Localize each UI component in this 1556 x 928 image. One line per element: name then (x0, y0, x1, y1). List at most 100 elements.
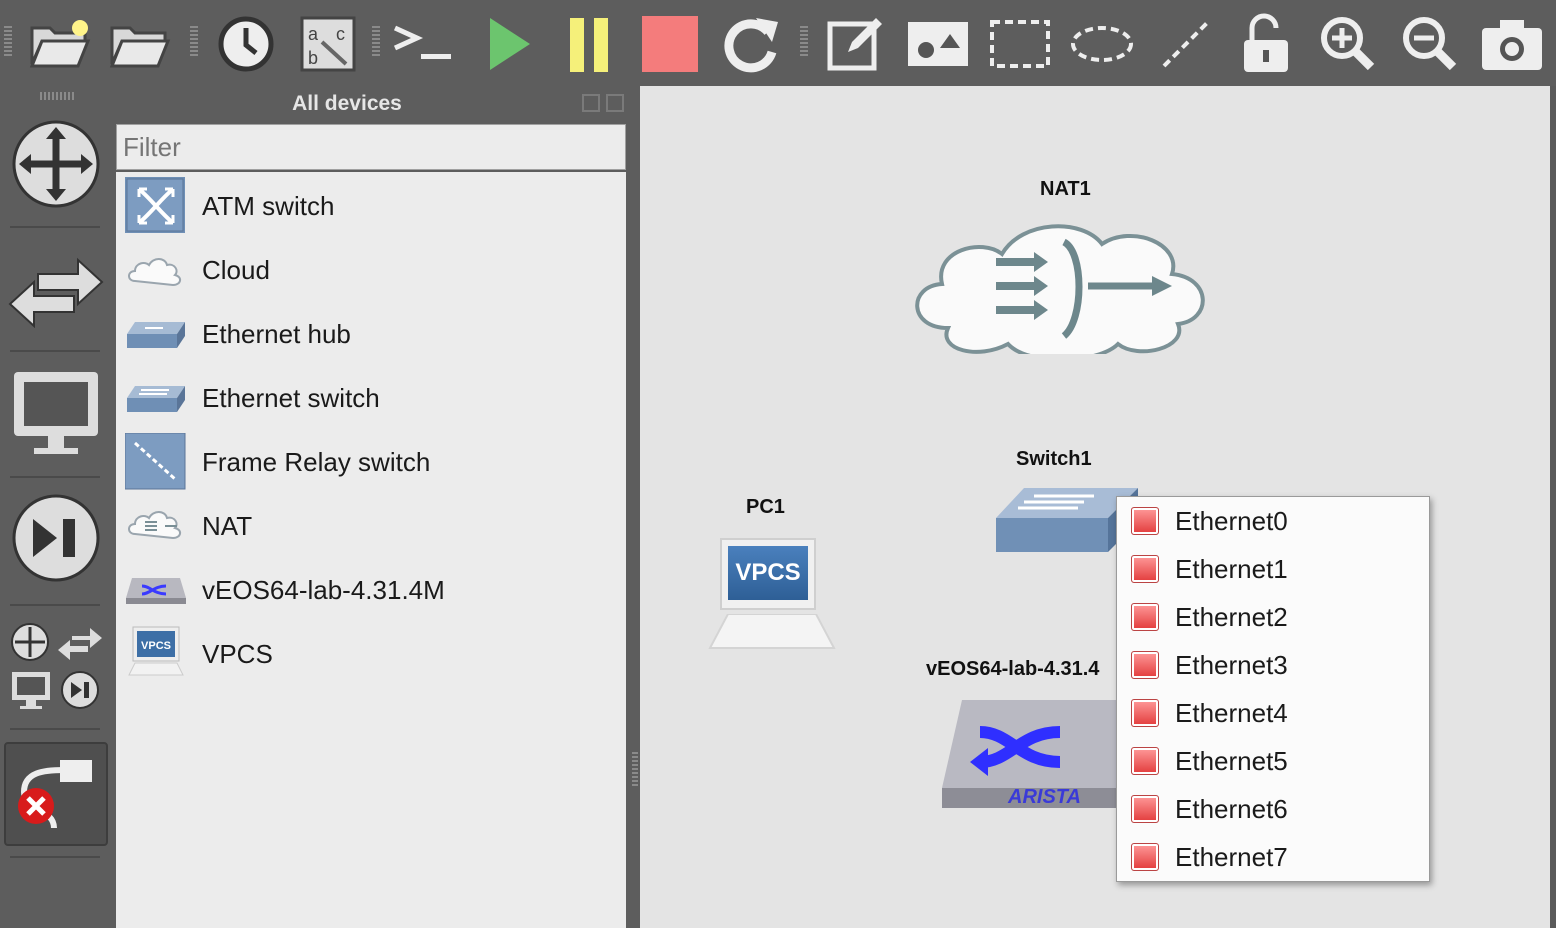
menu-item-label: Ethernet4 (1175, 697, 1288, 728)
rectangle-icon[interactable] (984, 8, 1056, 80)
stop-icon[interactable] (634, 8, 706, 80)
node-label-veos: vEOS64-lab-4.31.4 (926, 658, 1100, 680)
pc1-node[interactable]: VPCS (708, 534, 836, 656)
menu-item-ethernet1[interactable]: Ethernet1 (1117, 545, 1429, 593)
small-switches-icon[interactable] (58, 624, 102, 660)
node-label-switch1: Switch1 (1016, 448, 1092, 470)
nat-icon (124, 496, 188, 556)
add-link-button[interactable] (4, 742, 108, 846)
console-icon[interactable] (386, 8, 458, 80)
svg-text:VPCS: VPCS (141, 640, 171, 652)
menu-item-ethernet7[interactable]: Ethernet7 (1117, 833, 1429, 881)
veos-node[interactable]: ARISTA (940, 698, 1120, 810)
interface-down-icon (1131, 651, 1159, 679)
reload-icon[interactable] (714, 8, 786, 80)
node-label-pc1: PC1 (746, 496, 785, 518)
small-routers-icon[interactable] (10, 622, 50, 662)
menu-item-ethernet4[interactable]: Ethernet4 (1117, 689, 1429, 737)
device-label: Cloud (202, 254, 270, 285)
dock-splitter[interactable] (630, 86, 640, 928)
small-security-icon[interactable] (60, 670, 100, 710)
nat-cloud-icon (915, 224, 1205, 362)
device-label: Ethernet switch (202, 382, 380, 413)
device-list: ATM switch Cloud Ethernet hub Ethernet s… (116, 172, 626, 928)
security-devices-icon[interactable] (6, 488, 106, 588)
toolbar-grip[interactable] (4, 26, 12, 58)
vpcs-icon: VPCS (124, 624, 188, 684)
menu-item-label: Ethernet6 (1175, 793, 1288, 824)
device-item-ethernet-hub[interactable]: Ethernet hub (116, 302, 626, 366)
svg-text:c: c (336, 24, 345, 44)
menu-item-label: Ethernet7 (1175, 841, 1288, 872)
menu-item-ethernet0[interactable]: Ethernet0 (1117, 497, 1429, 545)
keyboard-icon (708, 614, 836, 649)
device-label: VPCS (202, 638, 273, 669)
dock-title: All devices (292, 92, 402, 115)
pause-icon[interactable] (552, 8, 624, 80)
device-item-ethernet-switch[interactable]: Ethernet switch (116, 366, 626, 430)
interface-down-icon (1131, 507, 1159, 535)
toolbar-grip[interactable] (800, 26, 808, 58)
small-end-devices-icon[interactable] (10, 670, 52, 710)
interface-down-icon (1131, 603, 1159, 631)
vpcs-screen: VPCS (728, 546, 808, 600)
atm-switch-icon (124, 176, 188, 236)
device-item-veos[interactable]: vEOS64-lab-4.31.4M (116, 558, 626, 622)
image-icon[interactable] (902, 8, 974, 80)
dock-float-icon[interactable] (582, 94, 600, 112)
device-item-frame-relay-switch[interactable]: Frame Relay switch (116, 430, 626, 494)
interface-down-icon (1131, 795, 1159, 823)
device-item-nat[interactable]: NAT (116, 494, 626, 558)
menu-item-ethernet5[interactable]: Ethernet5 (1117, 737, 1429, 785)
device-item-vpcs[interactable]: VPCS VPCS (116, 622, 626, 686)
unlock-icon[interactable] (1230, 8, 1302, 80)
menu-item-label: Ethernet1 (1175, 553, 1288, 584)
device-filter-input[interactable] (116, 124, 626, 170)
nat1-node[interactable] (908, 222, 1220, 362)
cloud-icon (124, 240, 188, 300)
arista-brand-text: ARISTA (1008, 786, 1081, 808)
device-label: Ethernet hub (202, 318, 351, 349)
menu-item-label: Ethernet0 (1175, 505, 1288, 536)
play-icon[interactable] (470, 8, 542, 80)
ethernet-hub-icon (124, 304, 188, 364)
device-item-atm-switch[interactable]: ATM switch (116, 174, 626, 238)
menu-item-ethernet3[interactable]: Ethernet3 (1117, 641, 1429, 689)
routers-icon[interactable] (6, 114, 106, 214)
open-project-icon[interactable] (24, 8, 96, 80)
folder-icon[interactable] (104, 8, 176, 80)
toolbar-grip[interactable] (190, 26, 198, 58)
node-label-nat1: NAT1 (1040, 178, 1091, 200)
device-label: vEOS64-lab-4.31.4M (202, 574, 445, 605)
svg-text:a: a (308, 24, 319, 44)
device-type-toolbar (0, 86, 114, 928)
device-label: Frame Relay switch (202, 446, 431, 477)
interface-down-icon (1131, 555, 1159, 583)
switches-icon[interactable] (6, 238, 106, 338)
interface-down-icon (1131, 747, 1159, 775)
toolbar-grip[interactable] (372, 26, 380, 58)
menu-item-ethernet6[interactable]: Ethernet6 (1117, 785, 1429, 833)
line-icon[interactable] (1150, 8, 1222, 80)
zoom-out-icon[interactable] (1394, 8, 1466, 80)
device-item-cloud[interactable]: Cloud (116, 238, 626, 302)
menu-item-label: Ethernet2 (1175, 601, 1288, 632)
interface-context-menu: Ethernet0 Ethernet1 Ethernet2 Ethernet3 … (1116, 496, 1430, 882)
menu-item-ethernet2[interactable]: Ethernet2 (1117, 593, 1429, 641)
ellipse-icon[interactable] (1066, 8, 1138, 80)
dock-close-icon[interactable] (606, 94, 624, 112)
arista-switch-icon (942, 700, 1120, 808)
clock-icon[interactable] (210, 8, 282, 80)
end-devices-icon[interactable] (6, 362, 106, 462)
interface-down-icon (1131, 699, 1159, 727)
frame-relay-switch-icon (124, 432, 188, 492)
menu-item-label: Ethernet3 (1175, 649, 1288, 680)
note-edit-icon[interactable] (820, 8, 892, 80)
screenshot-icon[interactable] (1476, 8, 1548, 80)
toolbar-grip[interactable] (40, 92, 76, 100)
zoom-in-icon[interactable] (1312, 8, 1384, 80)
devices-dock: All devices ATM switch Cloud Ethernet hu… (114, 86, 630, 928)
device-label: NAT (202, 510, 253, 541)
